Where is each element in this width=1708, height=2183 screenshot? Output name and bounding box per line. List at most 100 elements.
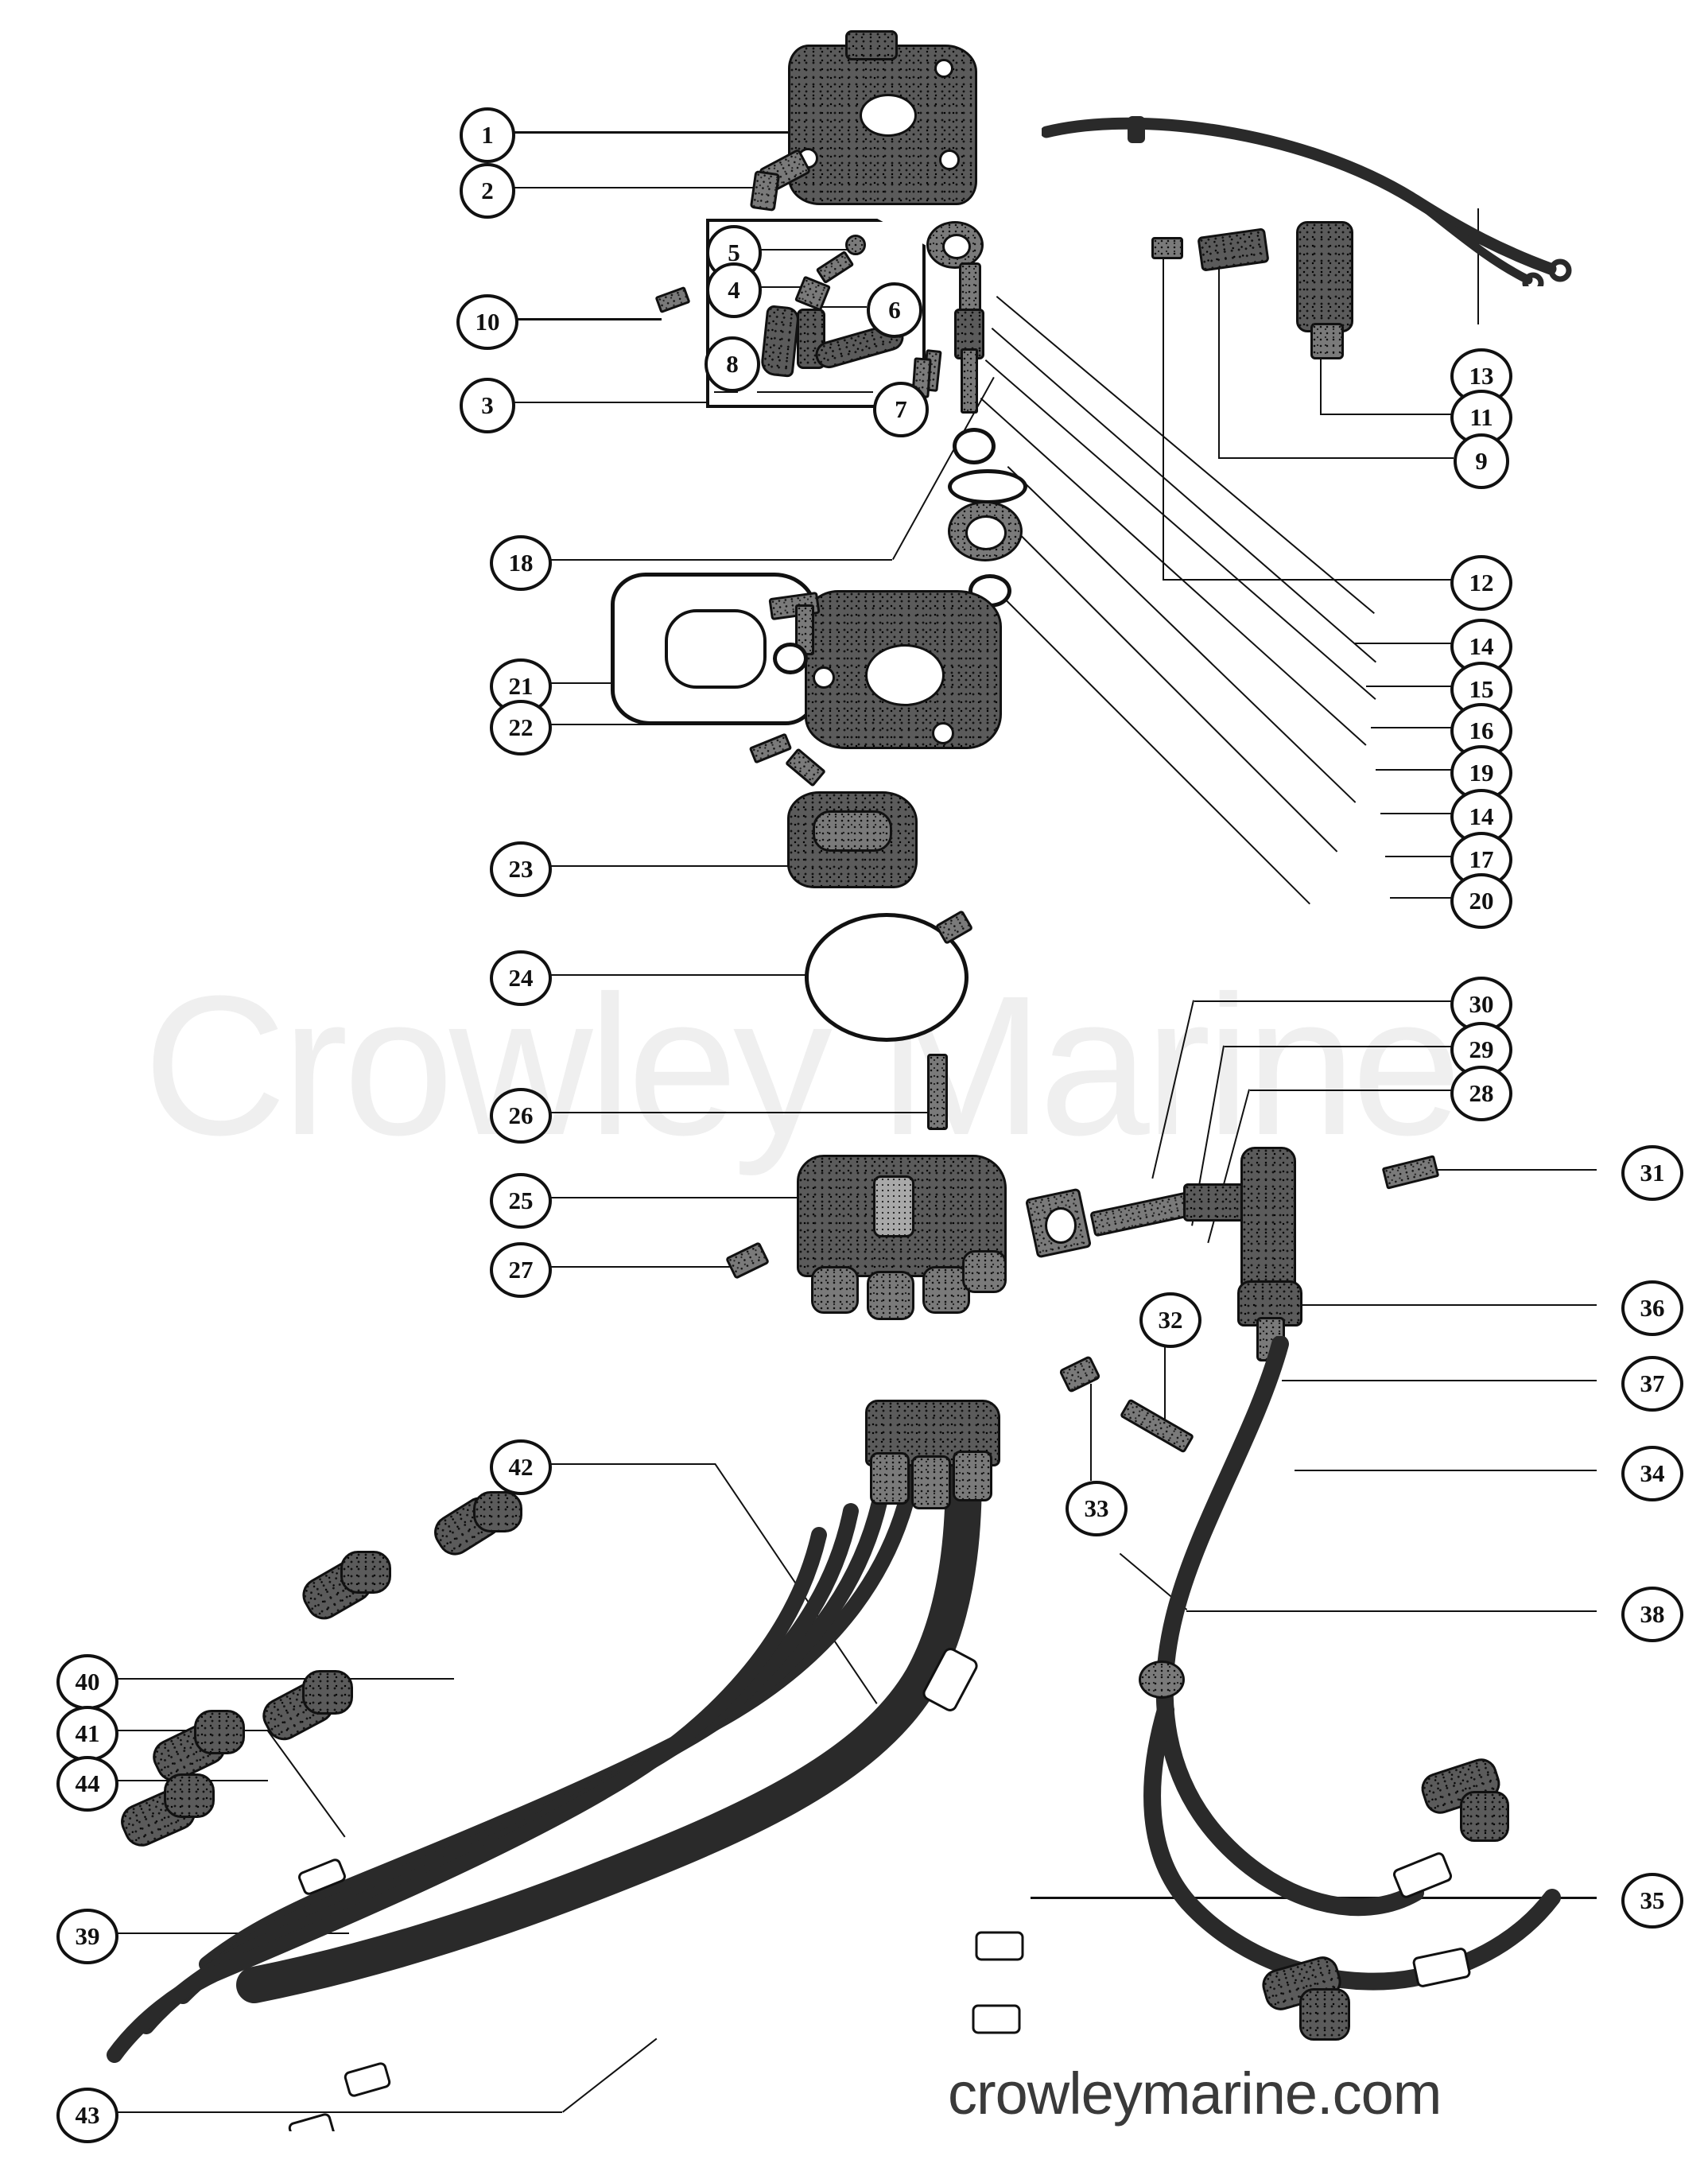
leader-40: [109, 1678, 454, 1680]
leader-19: [980, 398, 1367, 746]
callout-40[interactable]: 40: [56, 1654, 118, 1710]
leader-38-h: [1186, 1610, 1597, 1612]
leader-25: [542, 1197, 821, 1198]
callout-29[interactable]: 29: [1450, 1022, 1512, 1078]
leader-9-h: [1218, 457, 1454, 459]
leader-3: [509, 402, 708, 403]
screw-10: [654, 285, 691, 314]
coil-lead-wire: [1040, 111, 1598, 294]
pin-22: [748, 732, 793, 764]
callout-35[interactable]: 35: [1621, 1873, 1683, 1929]
leader-12-h: [1163, 579, 1454, 581]
leader-11-v: [1320, 312, 1322, 415]
callout-4[interactable]: 4: [706, 262, 762, 318]
spark-plug-boot-44: [256, 1670, 353, 1746]
callout-20[interactable]: 20: [1450, 873, 1512, 929]
wire-grommet: [1139, 1661, 1185, 1699]
leader-24: [542, 974, 819, 976]
washer-5: [845, 235, 866, 255]
callout-39[interactable]: 39: [56, 1909, 118, 1964]
callout-33[interactable]: 33: [1066, 1481, 1128, 1536]
leader-20-h: [1390, 897, 1454, 899]
leader-2: [509, 187, 760, 188]
callout-30[interactable]: 30: [1450, 977, 1512, 1032]
spark-plug-lead-assembly: [1018, 1335, 1622, 2036]
callout-9[interactable]: 9: [1454, 433, 1509, 489]
distributor-housing-cover: [783, 30, 982, 213]
leader-39: [109, 1932, 349, 1934]
bearing: [948, 501, 1023, 561]
callout-8[interactable]: 8: [705, 336, 760, 392]
callout-31[interactable]: 31: [1621, 1145, 1683, 1201]
points-assembly-inset: [706, 219, 926, 408]
leader-1: [509, 131, 789, 134]
spark-plug-wire-harness: [95, 1405, 1050, 2148]
leader-36: [1301, 1304, 1597, 1306]
ignition-coil: [1296, 221, 1353, 359]
coil-lead-path: [1040, 116, 1572, 294]
callout-23[interactable]: 23: [490, 841, 552, 897]
callout-26[interactable]: 26: [490, 1088, 552, 1144]
cap-screw: [724, 1241, 771, 1280]
leader-37-h: [1282, 1380, 1597, 1381]
leader-13: [1477, 208, 1479, 324]
callout-6[interactable]: 6: [867, 282, 922, 338]
harness-paths: [107, 1405, 1024, 2148]
callout-43[interactable]: 43: [56, 2088, 118, 2143]
callout-18[interactable]: 18: [490, 535, 552, 591]
spark-plug-boot-41: [296, 1551, 391, 1626]
housing-gasket-hole: [665, 609, 767, 689]
small-clip: [785, 748, 826, 787]
callout-7[interactable]: 7: [873, 382, 929, 437]
watermark-text: Crowley Marine: [143, 954, 1462, 1176]
leader-18-h: [542, 559, 892, 561]
leader-34: [1295, 1470, 1597, 1471]
callout-34[interactable]: 34: [1621, 1446, 1683, 1501]
spark-plug-boot-43: [115, 1773, 215, 1852]
leader-27: [542, 1266, 739, 1268]
advance-weight-assembly: [787, 791, 918, 888]
leader-7: [757, 391, 873, 393]
leader-32: [1164, 1342, 1166, 1424]
leader-12-v: [1163, 259, 1164, 581]
leader-19-h: [1376, 769, 1454, 771]
callout-12[interactable]: 12: [1450, 555, 1512, 611]
leader-14b: [1007, 466, 1357, 803]
callout-42[interactable]: 42: [490, 1439, 552, 1495]
callout-24[interactable]: 24: [490, 950, 552, 1006]
callout-41[interactable]: 41: [56, 1706, 118, 1762]
leader-5: [755, 249, 851, 251]
rotor-hub: [926, 221, 984, 269]
callout-14b[interactable]: 14: [1450, 789, 1512, 845]
leader-16: [984, 359, 1376, 700]
distributor-cap: [797, 1155, 1007, 1320]
callout-37[interactable]: 37: [1621, 1356, 1683, 1412]
leader-42-h: [542, 1463, 716, 1465]
callout-27[interactable]: 27: [490, 1242, 552, 1298]
callout-10[interactable]: 10: [456, 294, 518, 350]
callout-44[interactable]: 44: [56, 1756, 118, 1812]
callout-32[interactable]: 32: [1139, 1292, 1201, 1348]
callout-25[interactable]: 25: [490, 1173, 552, 1229]
elbow-fitting-leg: [749, 170, 781, 212]
callout-1[interactable]: 1: [460, 107, 515, 163]
leader-8b: [714, 391, 738, 393]
bracket-gasket: [1024, 1187, 1093, 1259]
leader-15: [991, 328, 1377, 663]
leader-9-v: [1218, 256, 1220, 459]
callout-38[interactable]: 38: [1621, 1587, 1683, 1642]
leader-15-h: [1366, 686, 1454, 687]
callout-28[interactable]: 28: [1450, 1066, 1512, 1121]
distributor-shaft: [951, 262, 984, 414]
callout-2[interactable]: 2: [460, 163, 515, 219]
callout-36[interactable]: 36: [1621, 1280, 1683, 1336]
callout-14a[interactable]: 14: [1450, 619, 1512, 674]
spark-plug-boot-40: [427, 1490, 522, 1562]
leader-11-h: [1320, 414, 1454, 415]
callout-22[interactable]: 22: [490, 700, 552, 756]
spark-plug-boot-right-upper: [1417, 1754, 1509, 1842]
callout-3[interactable]: 3: [460, 378, 515, 433]
rotor-pin: [927, 1054, 948, 1130]
harness-connector-block: [865, 1400, 1000, 1543]
